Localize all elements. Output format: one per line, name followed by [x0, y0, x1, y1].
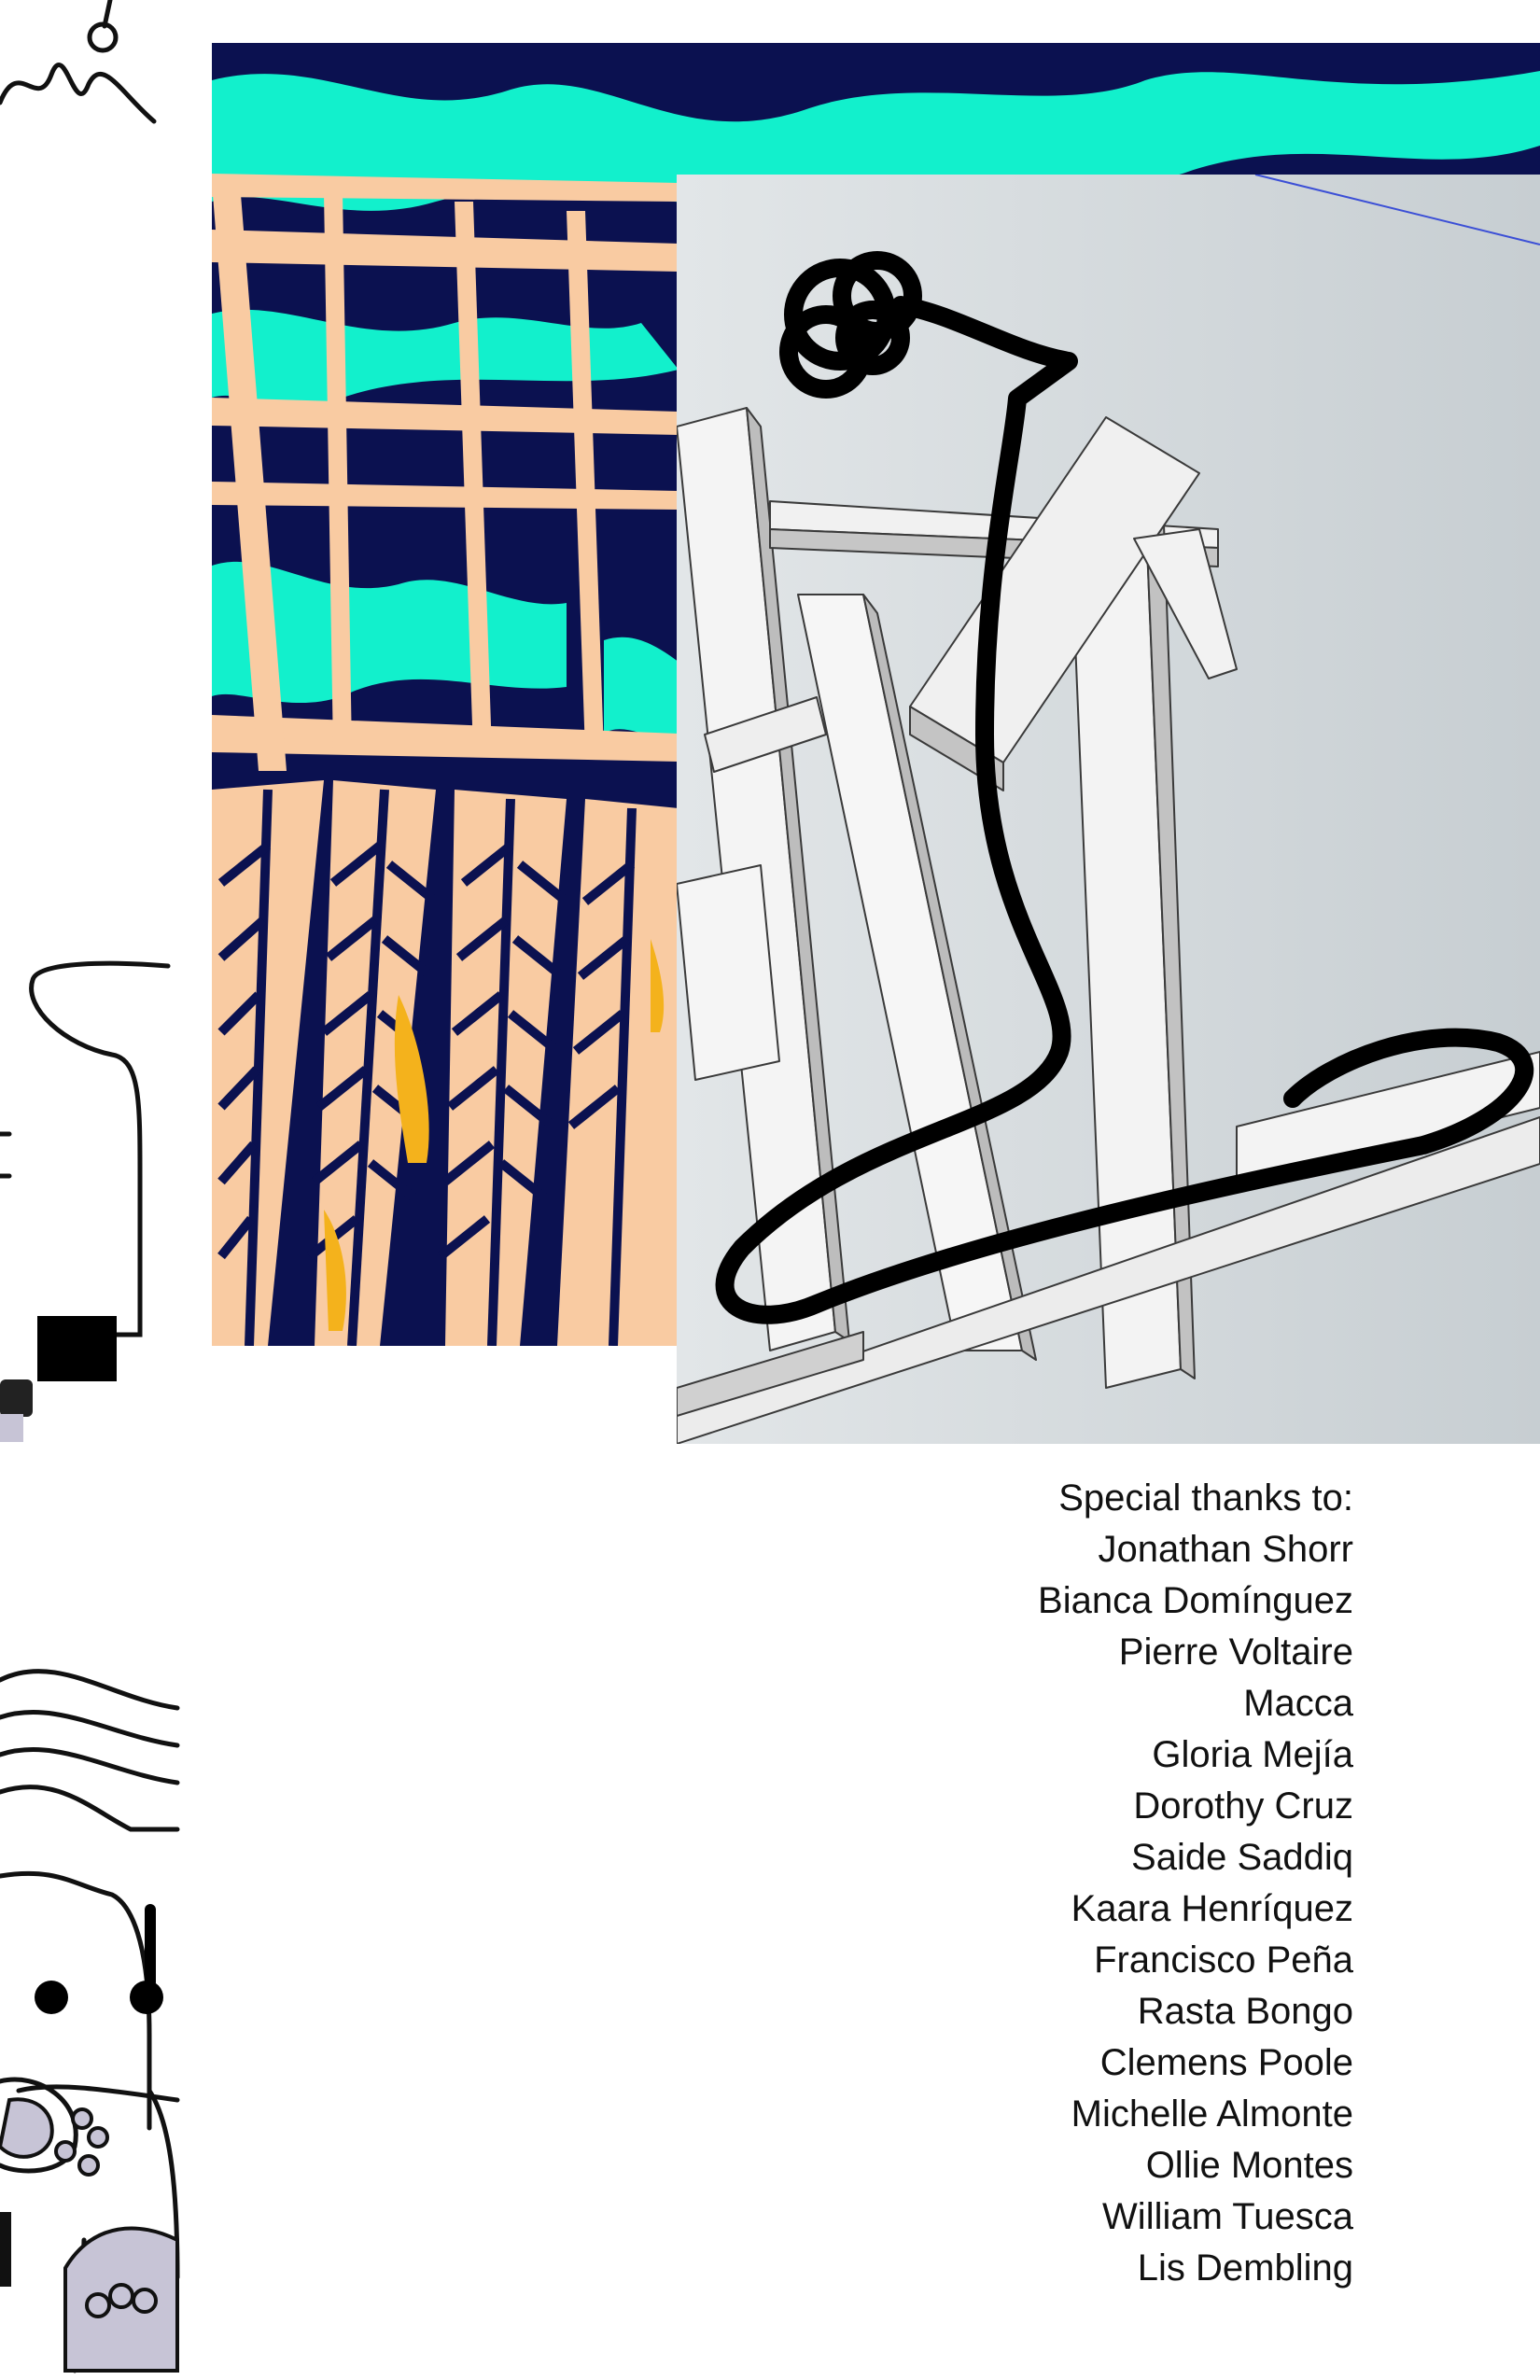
- credit-name: Jonathan Shorr: [1098, 1529, 1353, 1570]
- doodle-head-outline: [29, 960, 171, 1337]
- gold-accents: [324, 939, 665, 1331]
- credit-name: Macca: [1243, 1683, 1353, 1724]
- credit-name: Ollie Montes: [1145, 2145, 1353, 2186]
- frond-ribs: [217, 789, 637, 1346]
- credit-name: William Tuesca: [1102, 2196, 1353, 2237]
- credit-name: Dorothy Cruz: [1133, 1785, 1353, 1827]
- credit-name: Bianca Domínguez: [1038, 1580, 1353, 1621]
- credit-name: Clemens Poole: [1099, 2042, 1353, 2083]
- credit-name: Francisco Peña: [1094, 1939, 1353, 1981]
- 3d-render-panel: [677, 175, 1540, 1444]
- axis-line: [1254, 175, 1540, 245]
- credit-name: Rasta Bongo: [1137, 1991, 1353, 2032]
- doodle-squiggle-top: [0, 63, 157, 124]
- black-cable: [715, 251, 1534, 1324]
- doodle-black-block: [37, 1316, 117, 1381]
- credit-name: Gloria Mejía: [1152, 1734, 1353, 1775]
- credit-name: Kaara Henríquez: [1071, 1888, 1353, 1929]
- credit-name: Pierre Voltaire: [1118, 1631, 1353, 1673]
- palm-fronds: [212, 780, 679, 1346]
- credit-name: Saide Saddiq: [1131, 1837, 1353, 1878]
- left-doodle-strip: [0, 0, 180, 2373]
- credits-heading: Special thanks to:: [1058, 1477, 1353, 1519]
- doodle-waves: [0, 1669, 180, 1832]
- peach-stripes: [212, 174, 679, 771]
- credit-name: Michelle Almonte: [1071, 2093, 1353, 2135]
- credits-block: Special thanks to: Jonathan Shorr Bianca…: [1038, 1473, 1353, 2294]
- credit-name: Lis Dembling: [1137, 2247, 1353, 2289]
- doodle-eye: [87, 21, 119, 53]
